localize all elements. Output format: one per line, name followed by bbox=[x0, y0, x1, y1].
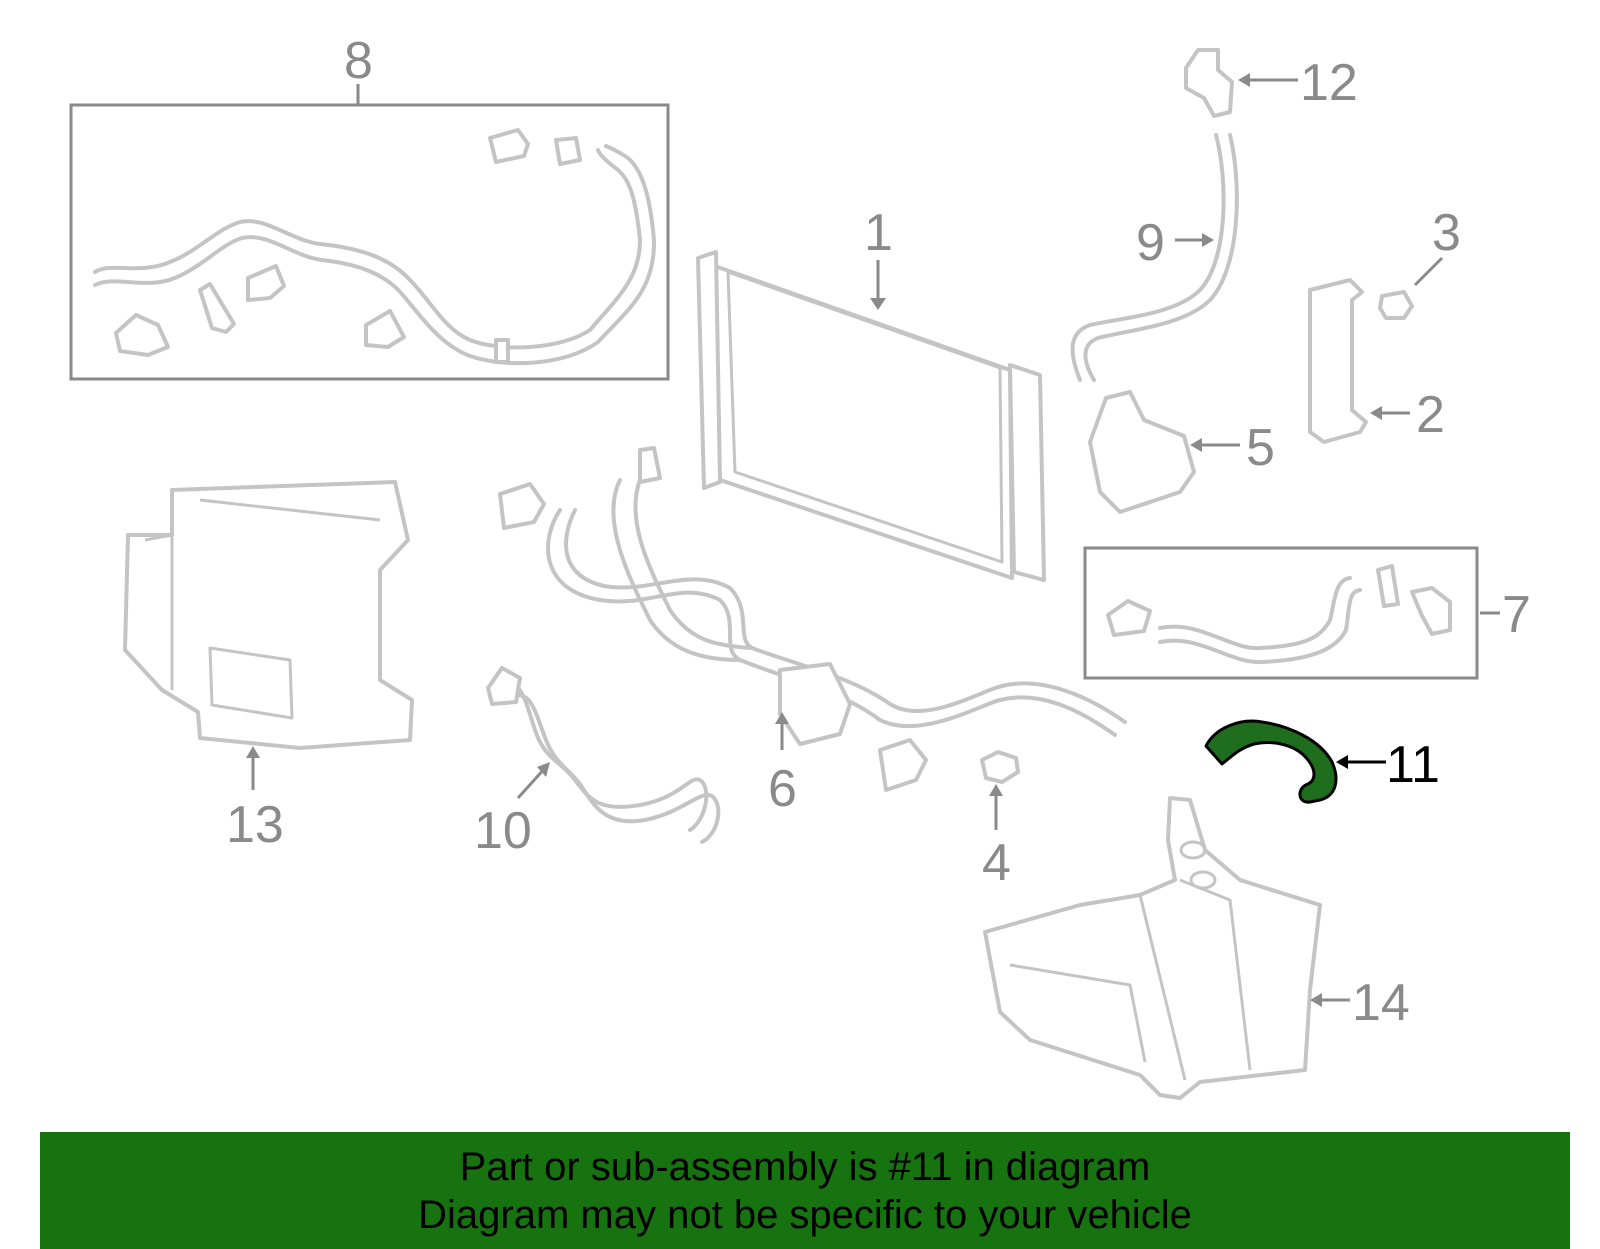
callout-2: 2 bbox=[1416, 386, 1445, 444]
connector-icon bbox=[488, 128, 530, 164]
callout-3: 3 bbox=[1432, 204, 1461, 262]
callout-8: 8 bbox=[344, 32, 373, 90]
callout-13: 13 bbox=[226, 796, 284, 854]
clip-icon bbox=[364, 309, 406, 349]
part-7-hose-kit: 7 bbox=[1083, 546, 1531, 680]
callout-7: 7 bbox=[1502, 586, 1531, 644]
clip-icon bbox=[114, 313, 170, 357]
banner-line-1: Part or sub-assembly is #11 in diagram bbox=[459, 1144, 1151, 1189]
part-6-hose-assembly: 6 bbox=[498, 446, 1127, 818]
part-12-fitting: 12 bbox=[1184, 48, 1358, 118]
callout-5: 5 bbox=[1246, 419, 1275, 477]
assembly-box-8 bbox=[69, 103, 670, 381]
part-2-bracket: 2 bbox=[1308, 278, 1445, 444]
part-4-fitting: 4 bbox=[980, 750, 1020, 892]
part-10-hose: 10 bbox=[474, 666, 721, 860]
clip-icon bbox=[246, 264, 286, 302]
info-banner: Part or sub-assembly is #11 in diagram D… bbox=[40, 1132, 1570, 1249]
callout-9: 9 bbox=[1136, 214, 1165, 272]
part-14-air-duct: 14 bbox=[983, 796, 1410, 1100]
part-1-radiator: 1 bbox=[696, 204, 1046, 582]
callout-6: 6 bbox=[768, 760, 797, 818]
callout-4: 4 bbox=[982, 834, 1011, 892]
callout-1: 1 bbox=[864, 204, 893, 262]
part-9-hose: 9 bbox=[1070, 133, 1239, 382]
banner-line-2: Diagram may not be specific to your vehi… bbox=[418, 1192, 1192, 1237]
callout-14: 14 bbox=[1352, 974, 1410, 1032]
part-3-bolt: 3 bbox=[1378, 204, 1461, 320]
clamp-icon bbox=[494, 338, 510, 364]
callout-11: 11 bbox=[1386, 736, 1440, 794]
part-13-hvac-module: 13 bbox=[123, 480, 414, 854]
part-11-hose-highlighted: 11 bbox=[1204, 719, 1440, 804]
clip-icon bbox=[554, 136, 582, 166]
part-5-pump: 5 bbox=[1088, 390, 1275, 514]
bracket-icon bbox=[198, 282, 236, 334]
callout-10: 10 bbox=[474, 802, 532, 860]
callout-12: 12 bbox=[1300, 54, 1358, 112]
assembly-box-7 bbox=[1083, 546, 1479, 680]
part-8-hose-kit: 8 bbox=[69, 32, 670, 381]
